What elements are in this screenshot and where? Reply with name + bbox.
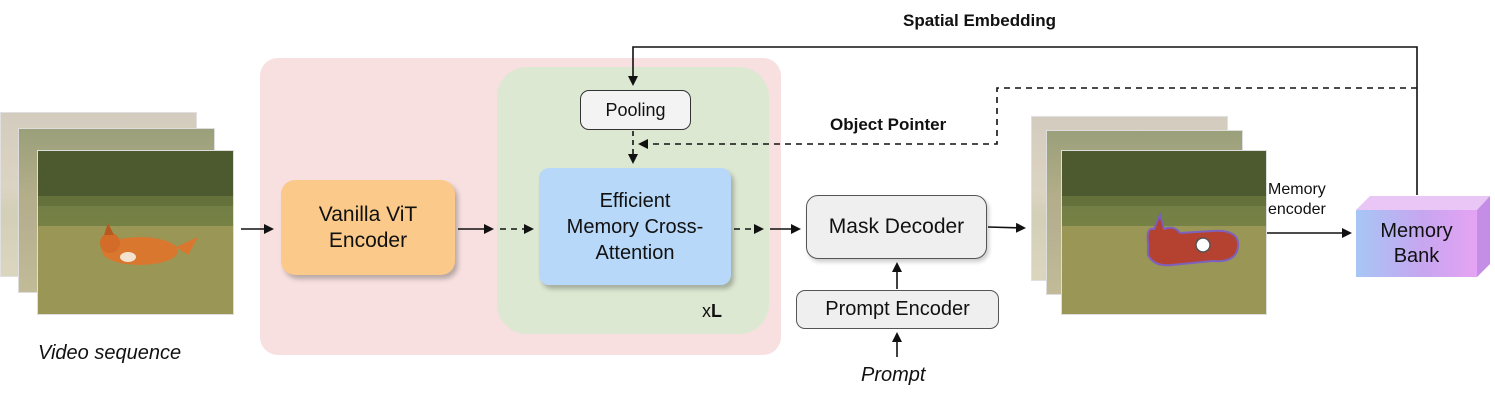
vit-encoder-block: Vanilla ViT Encoder (281, 180, 455, 275)
spatial-embedding-path (628, 46, 1418, 195)
attention-label-line1: Efficient (599, 189, 671, 212)
memory-bank-line1: Memory (1380, 219, 1453, 242)
input-frame-front (37, 150, 234, 315)
output-frame-front (1061, 150, 1267, 315)
memory-encoder-line2: encoder (1268, 201, 1326, 218)
object-pointer-label: Object Pointer (830, 115, 947, 134)
dog-image (38, 151, 233, 314)
prompt-point (1195, 237, 1211, 253)
segmentation-mask (1146, 212, 1240, 267)
arrow-mask-decoder-out (987, 222, 1026, 233)
vit-label-line2: Encoder (328, 228, 408, 252)
memory-encoder-label: Memory encoder (1268, 180, 1326, 220)
attention-label-line3: Attention (595, 241, 675, 264)
prompt-encoder-block: Prompt Encoder (796, 290, 999, 329)
video-sequence-label: Video sequence (38, 342, 182, 364)
repeat-prefix: x (702, 301, 711, 321)
masked-dog-image (1062, 151, 1266, 314)
vit-label-line1: Vanilla ViT (318, 202, 418, 226)
memory-encoder-line1: Memory (1268, 181, 1326, 198)
attention-label-line2: Memory Cross- (566, 215, 704, 238)
prompt-label: Prompt (861, 364, 926, 386)
memory-cross-attention-block: Efficient Memory Cross- Attention (539, 168, 731, 285)
memory-bank-block: Memory Bank (1356, 210, 1477, 277)
repeat-symbol: L (711, 301, 722, 321)
repeat-label: xL (702, 301, 722, 322)
mask-decoder-block: Mask Decoder (806, 195, 987, 259)
object-pointer-path (638, 87, 1417, 149)
spatial-embedding-label: Spatial Embedding (903, 11, 1057, 30)
memory-bank-line2: Bank (1393, 244, 1440, 267)
pooling-block: Pooling (580, 90, 691, 130)
memory-bank-cube (1356, 196, 1490, 277)
